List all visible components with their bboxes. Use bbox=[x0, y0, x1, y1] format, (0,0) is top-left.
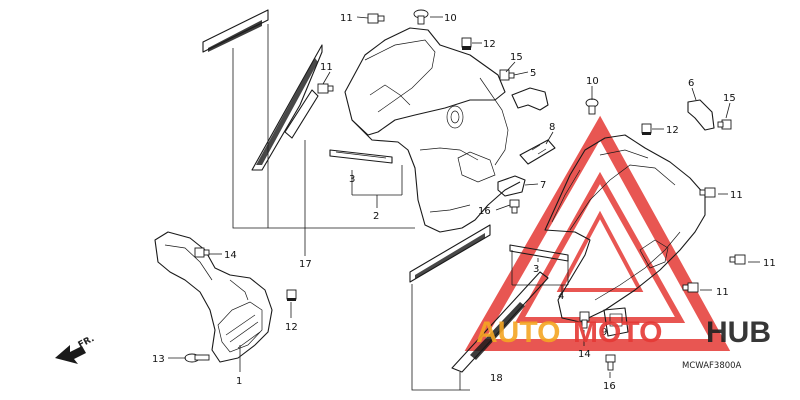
front-direction-arrow: FR. bbox=[55, 334, 96, 364]
inner-bracket-1 bbox=[154, 231, 273, 363]
callout-17: 17 bbox=[299, 259, 312, 270]
bracket-6 bbox=[687, 99, 715, 131]
figure-code: MCWAF3800A bbox=[682, 361, 742, 371]
nut-12-left bbox=[286, 289, 297, 301]
callout-15-top: 15 bbox=[510, 52, 523, 63]
callout-11-left: 11 bbox=[320, 62, 333, 73]
callout-11-top: 11 bbox=[340, 13, 353, 24]
callout-16-bottom: 16 bbox=[603, 381, 616, 392]
watermark-logo: AUTO MOTO HUB bbox=[476, 316, 771, 349]
decal-strip-left bbox=[202, 9, 323, 171]
strip-3-upper bbox=[329, 149, 393, 164]
callout-4: 4 bbox=[558, 291, 564, 302]
watermark-text-hub: HUB bbox=[706, 316, 771, 349]
callout-10-top: 10 bbox=[444, 13, 457, 24]
callout-12-right: 12 bbox=[666, 125, 679, 136]
watermark-text-moto: MOTO bbox=[573, 316, 662, 349]
nut-12-right bbox=[641, 123, 652, 135]
callout-10-right: 10 bbox=[586, 76, 599, 87]
callout-3-lower: 3 bbox=[533, 264, 539, 275]
bolt-10-right bbox=[585, 98, 599, 115]
callout-3-upper: 3 bbox=[349, 174, 355, 185]
clip-9 bbox=[603, 307, 629, 337]
callout-14-left: 14 bbox=[224, 250, 237, 261]
side-cowl-right bbox=[544, 134, 706, 323]
callout-1: 1 bbox=[236, 376, 242, 387]
direction-label: FR. bbox=[77, 334, 96, 351]
callout-9: 9 bbox=[601, 327, 607, 338]
callout-12-top: 12 bbox=[483, 39, 496, 50]
bolt-15-top bbox=[499, 69, 515, 81]
bolt-11-left bbox=[317, 83, 334, 94]
bolt-14-bottom bbox=[579, 311, 590, 329]
upper-cowl bbox=[344, 27, 521, 233]
callout-14-bottom: 14 bbox=[578, 349, 591, 360]
bracket-5 bbox=[511, 87, 549, 111]
bolt-10-top bbox=[413, 9, 429, 25]
watermark-triangle bbox=[464, 115, 731, 351]
callout-18: 18 bbox=[490, 373, 503, 384]
callout-11-r2: 11 bbox=[763, 258, 776, 269]
bolt-11-r1 bbox=[699, 187, 716, 198]
callout-13: 13 bbox=[152, 354, 165, 365]
callout-11-r3: 11 bbox=[716, 287, 729, 298]
bolt-11-r2 bbox=[729, 254, 746, 265]
bolt-13 bbox=[184, 353, 210, 363]
bolt-11-r3 bbox=[682, 282, 699, 293]
callout-15-right: 15 bbox=[723, 93, 736, 104]
nut-12-top bbox=[461, 37, 472, 50]
leader-lines bbox=[168, 16, 760, 391]
callout-12-left: 12 bbox=[285, 322, 298, 333]
decal-strip-18 bbox=[409, 224, 549, 373]
callout-8: 8 bbox=[549, 122, 555, 133]
callout-2: 2 bbox=[373, 211, 379, 222]
callout-6: 6 bbox=[688, 78, 694, 89]
bracket-7 bbox=[497, 175, 526, 197]
watermark-text-auto: AUTO bbox=[476, 316, 560, 349]
callout-7: 7 bbox=[540, 180, 546, 191]
bolt-15-right bbox=[717, 119, 732, 130]
callout-5: 5 bbox=[530, 68, 536, 79]
callout-16-mid: 16 bbox=[478, 206, 491, 217]
bolt-14-left bbox=[194, 247, 210, 258]
screw-16-bottom bbox=[605, 354, 616, 371]
callout-labels: 11 10 12 15 5 11 8 7 3 2 16 17 14 12 13 … bbox=[152, 13, 776, 392]
bolts bbox=[184, 9, 746, 371]
bracket-8 bbox=[519, 139, 556, 165]
callout-11-r1: 11 bbox=[730, 190, 743, 201]
screw-16-mid bbox=[509, 199, 520, 214]
bolt-11-top bbox=[367, 13, 385, 24]
